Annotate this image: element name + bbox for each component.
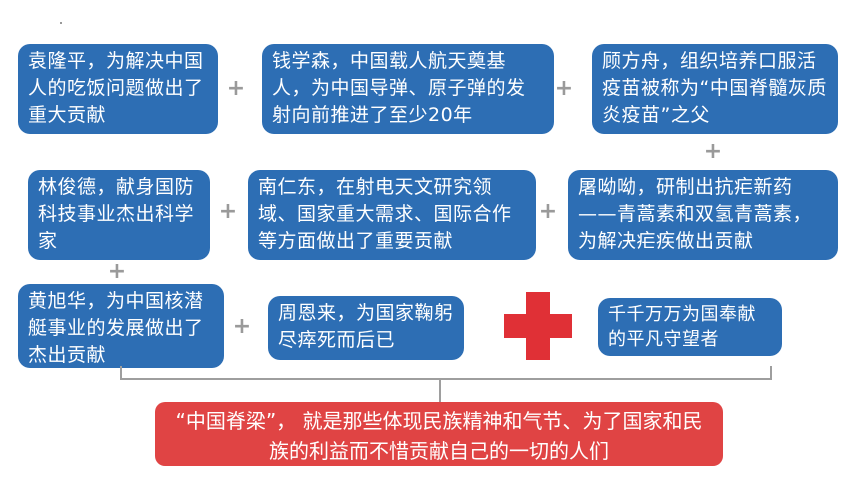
card-nan-rendong: 南仁东，在射电天文研究领域、国家重大需求、国际合作等方面做出了重要贡献 xyxy=(248,170,536,260)
plus-icon: + xyxy=(107,259,127,284)
card-qian-xuesen: 钱学森，中国载人航天奠基人，为中国导弹、原子弹的发射向前推进了至少20年 xyxy=(262,44,554,134)
card-tu-youyou: 屠呦呦，研制出抗疟新药——青蒿素和双氢青蒿素，为解决疟疾做出贡献 xyxy=(568,170,838,260)
conclusion-banner: “中国脊梁”， 就是那些体现民族精神和气节、为了国家和民族的利益而不惜贡献自己的… xyxy=(155,402,723,466)
card-lin-junde: 林俊德，献身国防科技事业杰出科学家 xyxy=(28,170,210,260)
red-cross-icon xyxy=(504,314,572,338)
card-huang-xuhua: 黄旭华，为中国核潜艇事业的发展做出了杰出贡献 xyxy=(18,284,224,368)
bracket-connector xyxy=(120,366,772,380)
card-ordinary-guardians: 千千万万为国奉献的平凡守望者 xyxy=(598,298,782,356)
bracket-stem xyxy=(439,378,441,402)
plus-icon: + xyxy=(232,314,252,339)
card-gu-fangzhou: 顾方舟，组织培养口服活疫苗被称为“中国脊髓灰质炎疫苗”之父 xyxy=(592,44,838,134)
card-yuan-longping: 袁隆平，为解决中国人的吃饭问题做出了重大贡献 xyxy=(18,44,218,134)
plus-icon: + xyxy=(226,76,246,101)
plus-icon: + xyxy=(703,139,723,164)
plus-icon: + xyxy=(218,199,238,224)
card-zhou-enlai: 周恩来，为国家鞠躬尽瘁死而后已 xyxy=(268,296,464,360)
plus-icon: + xyxy=(554,76,574,101)
plus-icon: + xyxy=(538,199,558,224)
decorative-dot xyxy=(60,22,62,24)
